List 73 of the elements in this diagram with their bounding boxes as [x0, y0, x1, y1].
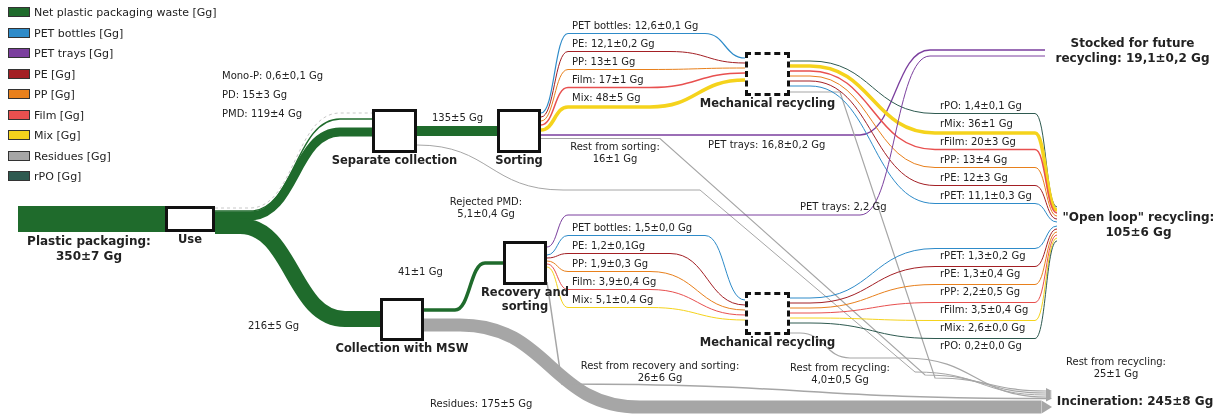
flow-label: Rest from recycling: 25±1 Gg [1065, 356, 1167, 380]
flow-label: Mono-P: 0,6±0,1 Gg [222, 70, 324, 82]
legend-label: Net plastic packaging waste [Gg] [34, 6, 217, 19]
legend-label: PE [Gg] [34, 67, 76, 81]
flow-band [424, 261, 503, 312]
flow-label: Mix: 48±5 Gg [572, 92, 641, 104]
flow-label: rPO: 1,4±0,1 Gg [940, 100, 1022, 112]
flow-band [540, 78, 746, 132]
flow-label: rPO: 0,2±0,0 Gg [940, 340, 1022, 352]
flow-label: rPE: 1,3±0,4 Gg [940, 268, 1021, 280]
flow-label: rPP: 13±4 Gg [940, 154, 1008, 166]
flow-label: PET bottles: 12,6±0,1 Gg [572, 20, 699, 32]
process-label: Use [178, 232, 202, 246]
flow-label: PET trays: 2,2 Gg [800, 201, 887, 213]
process-label: Mechanical recycling [699, 335, 836, 349]
flow-label: PE: 1,2±0,1Gg [572, 240, 646, 252]
flow-end-label: "Open loop" recycling: 105±6 Gg [1057, 204, 1220, 246]
legend-label: PP [Gg] [34, 88, 75, 101]
flow-band [424, 318, 1052, 414]
flow-label: PE: 12,1±0,2 Gg [572, 38, 655, 50]
flow-band [540, 32, 746, 114]
flow-label: 41±1 Gg [398, 266, 443, 278]
legend-label: Film [Gg] [34, 108, 84, 122]
flow-label: PP: 1,9±0,3 Gg [572, 258, 649, 270]
flow-band [546, 253, 746, 306]
flow-band [789, 240, 1058, 339]
legend-label: Residues [Gg] [34, 149, 111, 163]
flow-label: rFilm: 3,5±0,4 Gg [940, 304, 1029, 316]
flow-band [789, 91, 1052, 394]
flow-label: PMD: 119±4 Gg [222, 108, 302, 120]
flow-label: rPP: 2,2±0,5 Gg [940, 286, 1021, 298]
flow-label: Mix: 5,1±0,4 Gg [572, 294, 654, 306]
flow-band [215, 127, 372, 221]
flow-band [789, 332, 1052, 400]
flow-band [18, 206, 165, 232]
flow-label: PP: 13±1 Gg [572, 56, 636, 68]
flow-label: 216±5 Gg [248, 320, 300, 332]
flow-label: Rest from sorting: 16±1 Gg [569, 141, 661, 165]
flow-band [546, 55, 1046, 248]
flow-label: Residues: 175±5 Gg [430, 398, 533, 410]
flow-band [546, 281, 1052, 402]
process-label: Collection with MSW [335, 341, 469, 355]
flow-label: PET trays: 16,8±0,2 Gg [708, 139, 826, 151]
flow-label: PET bottles: 1,5±0,0 Gg [572, 222, 693, 234]
process-label: Separate collection [331, 153, 458, 167]
process-label: Sorting [495, 153, 543, 167]
flow-end-label: Incineration: 245±8 Gg [1052, 388, 1218, 414]
flow-label: rMix: 36±1 Gg [940, 118, 1013, 130]
flow-label: rPE: 12±3 Gg [940, 172, 1008, 184]
legend-label: Mix [Gg] [34, 129, 81, 142]
flow-label: rFilm: 20±3 Gg [940, 136, 1016, 148]
flow-band [416, 144, 1052, 398]
legend-label: rPO [Gg] [34, 170, 82, 183]
flow-end-label: Plastic packaging: 350±7 Gg [18, 234, 160, 264]
flow-label: Film: 3,9±0,4 Gg [572, 276, 657, 288]
flow-band [540, 137, 1052, 396]
flow-label: rPET: 11,1±0,3 Gg [940, 190, 1032, 202]
flow-band [540, 49, 1046, 136]
legend-label: PET trays [Gg] [34, 47, 114, 60]
flow-label: Rejected PMD: 5,1±0,4 Gg [448, 196, 524, 220]
flow-label: Film: 17±1 Gg [572, 74, 644, 86]
flow-end-label: Stocked for future recycling: 19,1±0,2 Gg [1045, 36, 1220, 66]
flow-label: rMix: 2,6±0,0 Gg [940, 322, 1026, 334]
flow-band [417, 126, 497, 136]
flow-band [546, 235, 746, 301]
flow-band [540, 51, 746, 118]
legend-label: PET bottles [Gg] [34, 26, 124, 40]
flow-label: Rest from recycling: 4,0±0,5 Gg [790, 362, 890, 386]
flow-label: rPET: 1,3±0,2 Gg [940, 250, 1026, 262]
process-label: Mechanical recycling [699, 96, 836, 110]
flow-label: 135±5 Gg [432, 112, 484, 124]
flow-label: Rest from recovery and sorting: 26±6 Gg [579, 360, 741, 384]
flow-label: PD: 15±3 Gg [222, 89, 288, 101]
